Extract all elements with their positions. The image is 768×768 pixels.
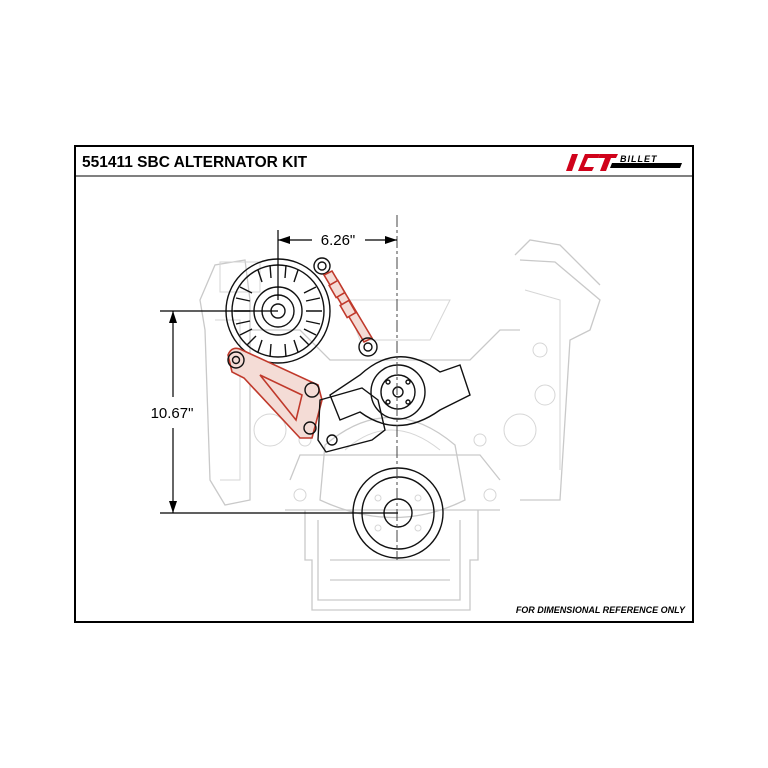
horizontal-dimension-label: 6.26" [321,232,356,249]
reference-note: FOR DIMENSIONAL REFERENCE ONLY [516,605,686,615]
water-pump-pulley [329,356,471,427]
drawing-frame [74,145,694,623]
dimension-horizontal [277,230,397,300]
pump-bracket [317,387,386,453]
vertical-dimension-label: 10.67" [151,405,194,422]
alternator-bracket [227,347,323,439]
dimension-vertical [160,310,398,514]
svg-text:BILLET: BILLET [620,154,658,164]
drawing-title: 551411 SBC ALTERNATOR KIT [82,154,308,171]
adjuster-arm [322,269,378,357]
ict-billet-logo: BILLET [566,154,682,171]
